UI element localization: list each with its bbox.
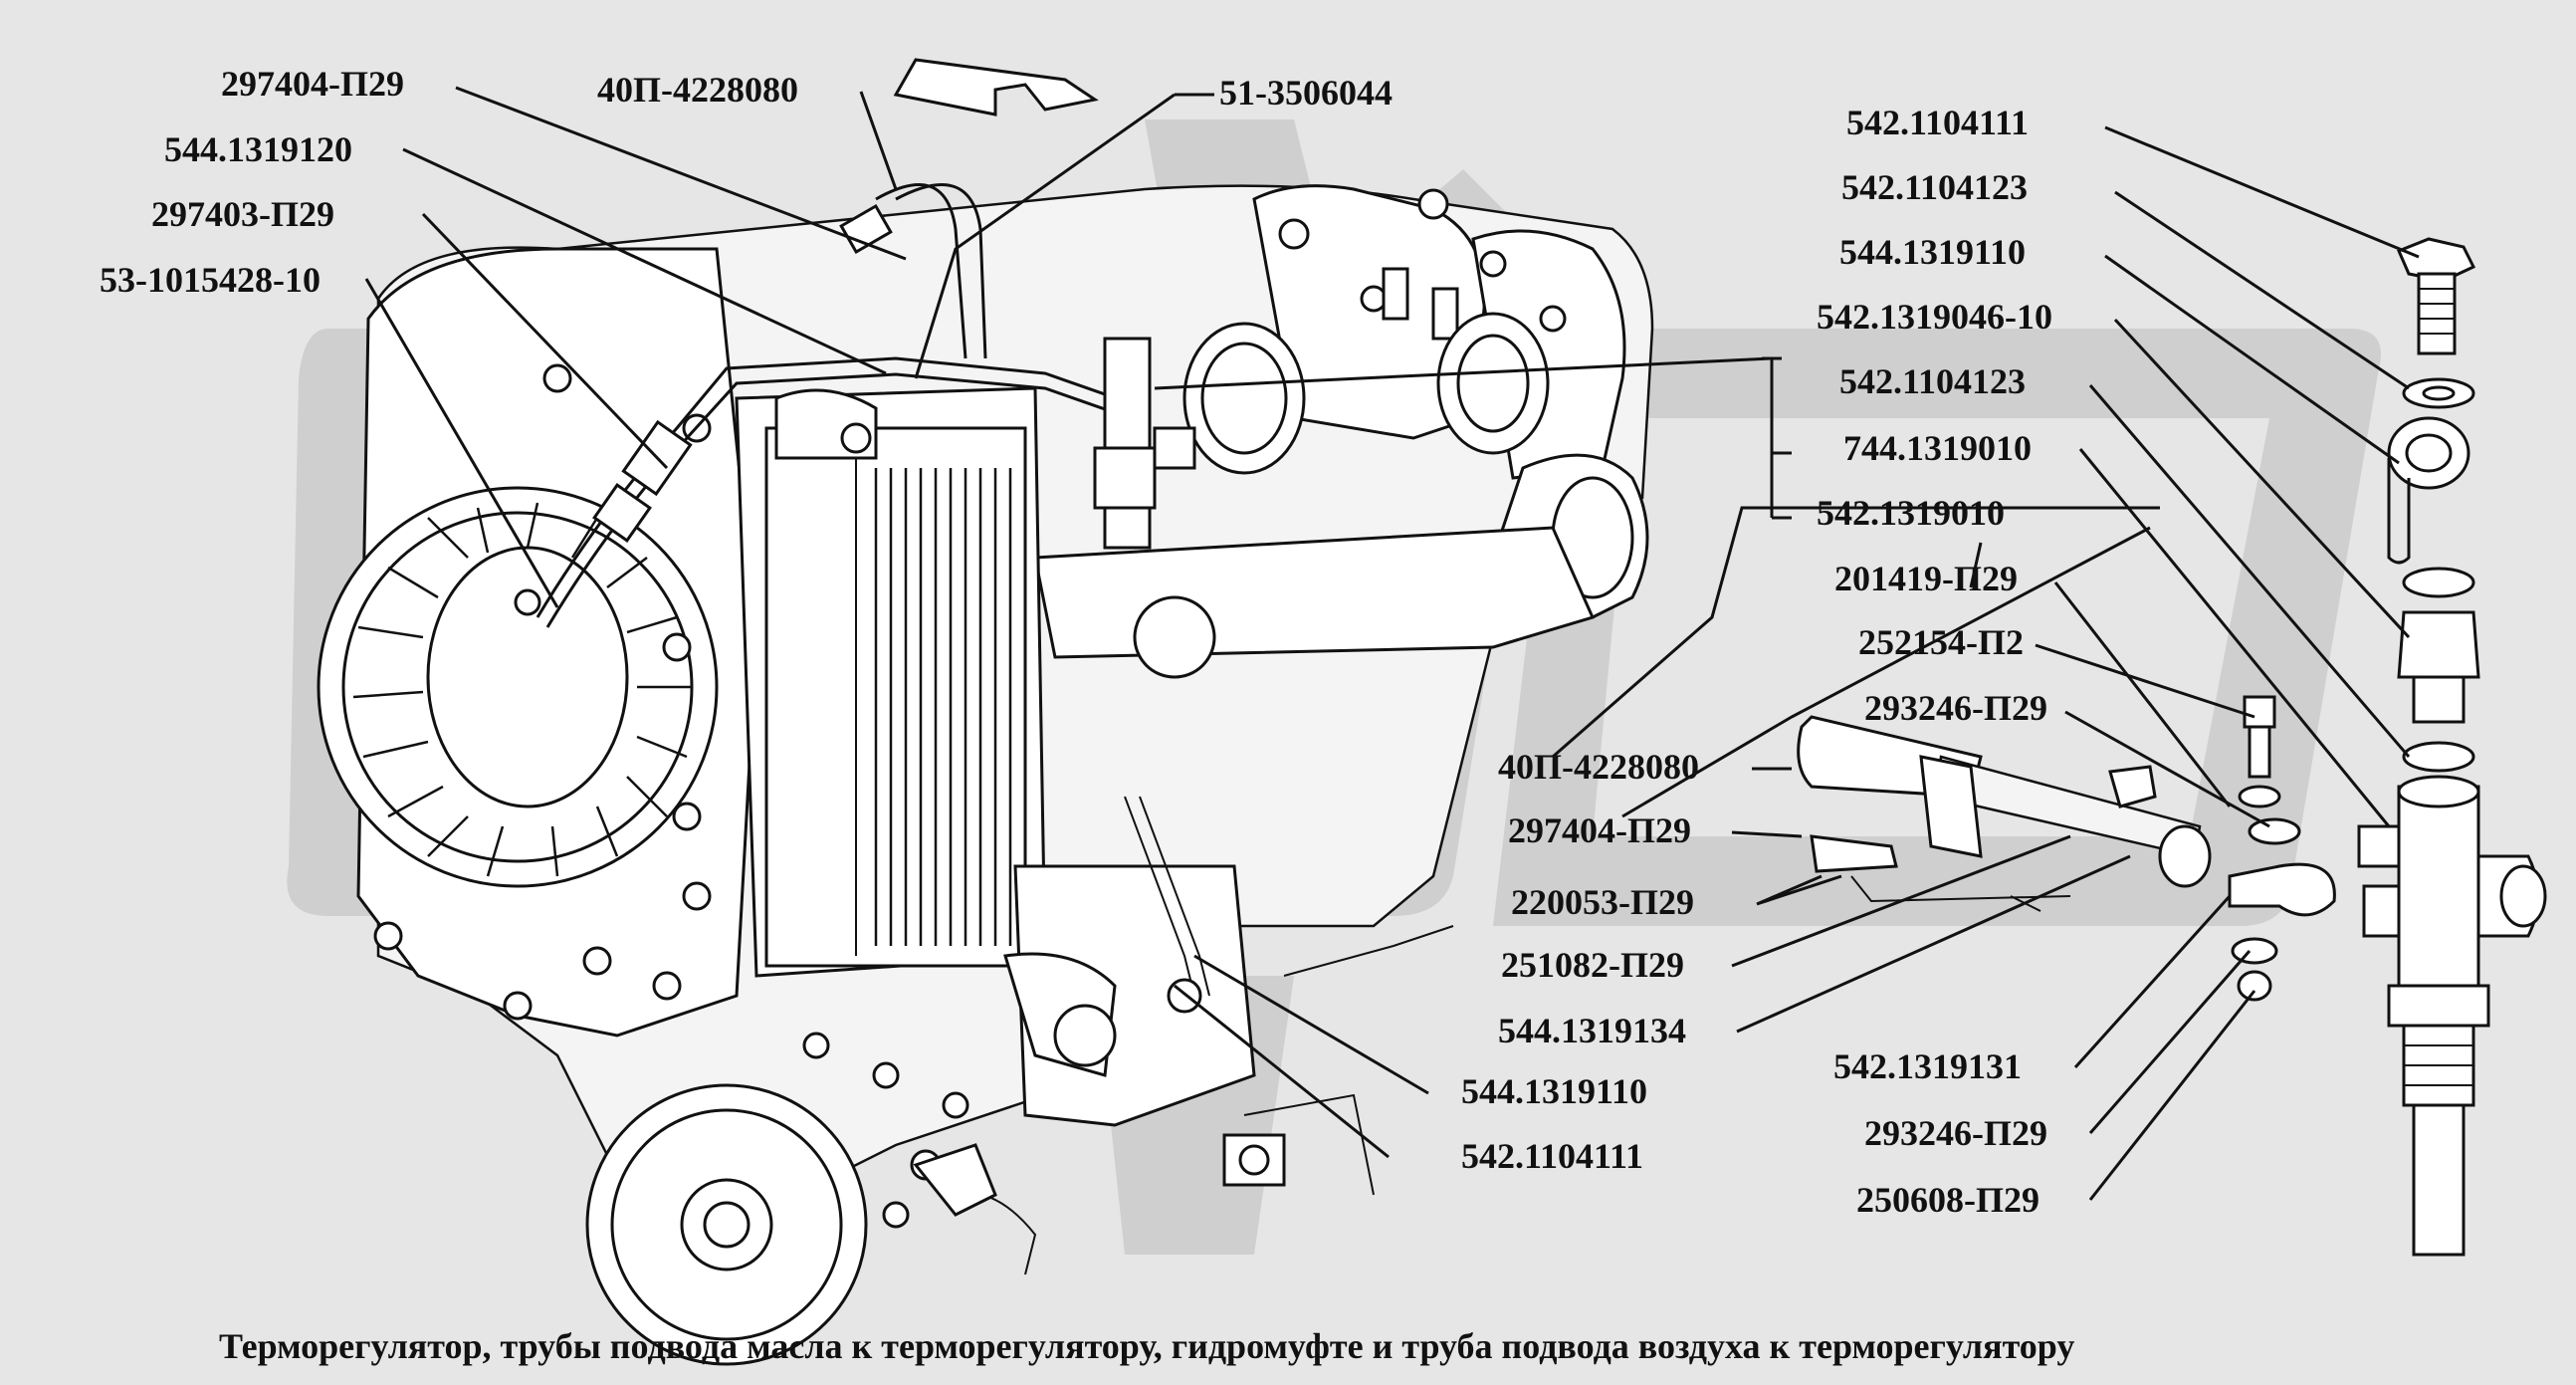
- label-293246-p29-a: 293246-П29: [1864, 688, 2047, 728]
- label-251082-p29: 251082-П29: [1501, 945, 1684, 985]
- engine-assembly: [317, 58, 1654, 1366]
- label-542-1319046-10: 542.1319046-10: [1817, 297, 2052, 337]
- label-744-1319010: 744.1319010: [1843, 428, 2032, 468]
- label-542-1104111-bottom: 542.1104111: [1461, 1136, 1643, 1176]
- label-542-1104123-b: 542.1104123: [1839, 361, 2026, 401]
- exploded-thermostat-parts: [1797, 237, 2547, 1257]
- label-250608-p29: 250608-П29: [1856, 1180, 2039, 1220]
- label-542-1319010: 542.1319010: [1817, 493, 2005, 533]
- label-544-1319120: 544.1319120: [164, 129, 352, 169]
- label-293246-p29-b: 293246-П29: [1864, 1113, 2047, 1153]
- label-544-1319110-bottom: 544.1319110: [1461, 1071, 1647, 1111]
- label-542-1104111-right: 542.1104111: [1846, 103, 2029, 142]
- label-201419-p29: 201419-П29: [1834, 559, 2018, 598]
- label-53-1015428-10: 53-1015428-10: [100, 260, 321, 300]
- label-40p-4228080-top: 40П-4228080: [597, 70, 798, 110]
- label-51-3506044: 51-3506044: [1219, 73, 1393, 113]
- label-544-1319134: 544.1319134: [1498, 1011, 1686, 1050]
- label-297404-p29-mid: 297404-П29: [1508, 810, 1691, 850]
- label-542-1104123-a: 542.1104123: [1841, 167, 2028, 207]
- leader-lines: [364, 86, 2420, 1201]
- label-40p-4228080-mid: 40П-4228080: [1498, 747, 1699, 787]
- part-labels: 297404-П29 40П-4228080 51-3506044 544.13…: [100, 64, 2052, 1220]
- label-220053-p29: 220053-П29: [1511, 882, 1694, 922]
- fan-blades: [352, 502, 692, 877]
- label-252154-p2: 252154-П2: [1858, 622, 2024, 662]
- label-297404-p29-top: 297404-П29: [221, 64, 404, 104]
- label-297403-p29: 297403-П29: [151, 194, 334, 234]
- label-544-1319110-right: 544.1319110: [1839, 232, 2026, 272]
- oil-cooler-fins: [874, 468, 1012, 946]
- label-542-1319131: 542.1319131: [1833, 1046, 2022, 1086]
- diagram-caption: Терморегулятор, трубы подвода масла к те…: [219, 1326, 2074, 1366]
